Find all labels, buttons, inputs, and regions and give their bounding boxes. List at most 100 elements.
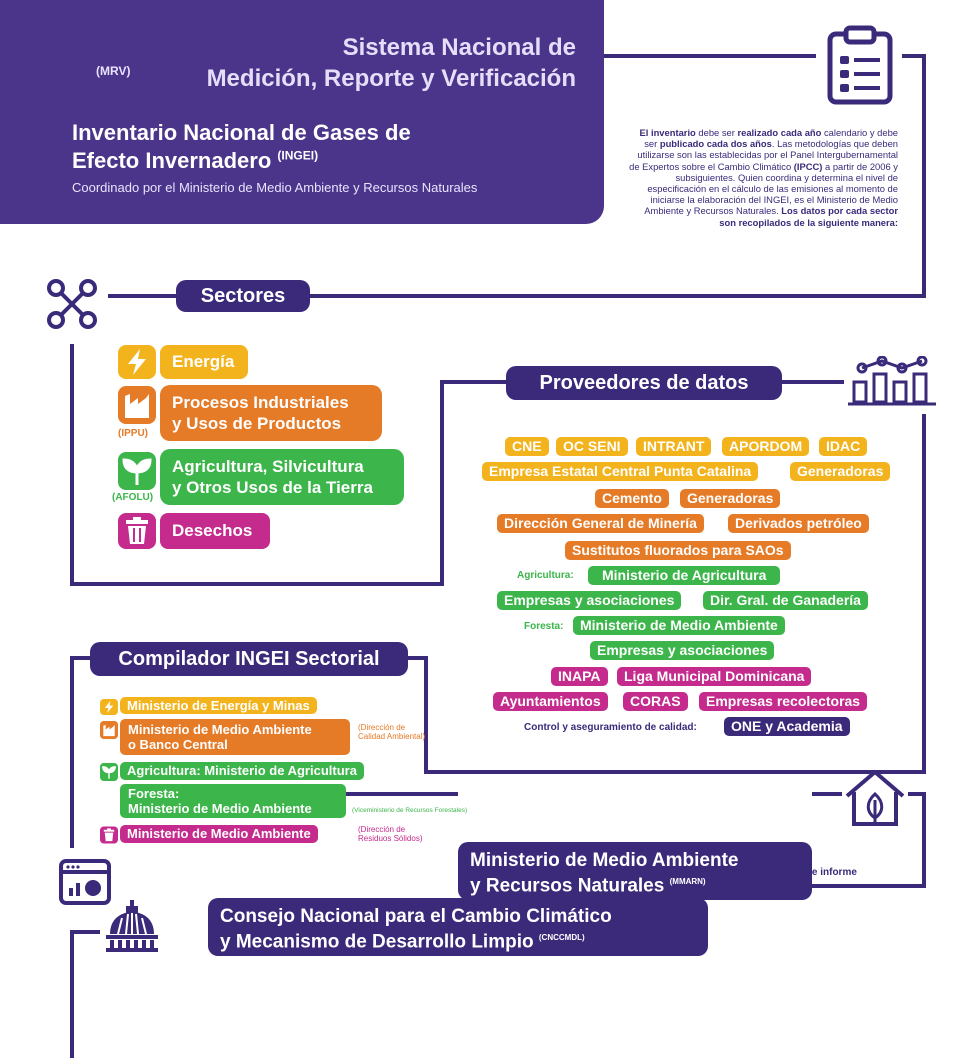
- provider-liga-municipal: Liga Municipal Dominicana: [617, 667, 812, 686]
- factory-icon: [118, 386, 156, 424]
- connector-line: [922, 54, 926, 298]
- provider-derivados: Derivados petróleo: [728, 514, 869, 533]
- provider-mineria: Dirección General de Minería: [497, 514, 704, 533]
- compilador-ippu: Ministerio de Medio Ambiente o Banco Cen…: [120, 719, 350, 755]
- remision-label: Remisión de informe: [758, 867, 857, 878]
- connector-line: [108, 294, 178, 298]
- control-label: Control y aseguramiento de calidad:: [524, 722, 697, 733]
- connector-line: [70, 930, 100, 934]
- bar-chart-people-icon: [846, 355, 938, 406]
- connector-line: [922, 414, 926, 774]
- desc-bold-1: El inventario: [639, 127, 696, 138]
- desc-bold-2: realizado cada año: [737, 127, 822, 138]
- mmarn-box: Ministerio de Medio Ambiente y Recursos …: [458, 842, 812, 900]
- sector-afolu-line2: y Otros Usos de la Tierra: [172, 478, 373, 497]
- foresta-label: Foresta:: [524, 621, 564, 632]
- sector-ippu-line1: Procesos Industriales: [172, 393, 349, 412]
- connector-line: [424, 656, 428, 774]
- afolu-tag: (AFOLU): [112, 492, 154, 503]
- connector-line: [310, 294, 926, 298]
- connector-line: [70, 930, 74, 1058]
- connector-line: [72, 656, 92, 660]
- connector-line: [922, 792, 926, 888]
- desc-bold-4: (IPCC): [793, 160, 823, 172]
- compilador-desechos-note-line1: (Dirección de: [358, 825, 406, 834]
- description-text: El inventario debe ser realizado cada añ…: [628, 127, 898, 228]
- dashboard-window-icon: [58, 858, 112, 906]
- provider-inapa: INAPA: [551, 667, 608, 686]
- mmarn-line2: y Recursos Naturales: [470, 875, 665, 897]
- compilador-title: Compilador INGEI Sectorial: [90, 642, 408, 676]
- connector-line: [604, 54, 816, 58]
- mmarn-line2-wrap: y Recursos Naturales (MMARN): [470, 871, 800, 896]
- lightning-icon: [118, 345, 156, 379]
- sector-ippu: Procesos Industriales y Usos de Producto…: [160, 385, 382, 441]
- trash-icon: [100, 826, 118, 844]
- sector-afolu-line1: Agricultura, Silvicultura: [172, 457, 364, 476]
- compilador-foresta: Foresta: Ministerio de Medio Ambiente: [120, 784, 346, 818]
- compilador-ippu-note-line1: (Dirección de: [358, 723, 406, 732]
- connector-line: [812, 792, 842, 796]
- provider-one-academia: ONE y Academia: [724, 717, 850, 736]
- provider-min-medio-ambiente-foresta: Ministerio de Medio Ambiente: [573, 616, 785, 635]
- compilador-ippu-line2: o Banco Central: [128, 737, 228, 752]
- provider-punta-catalina: Empresa Estatal Central Punta Catalina: [482, 462, 759, 481]
- mmarn-line1: Ministerio de Medio Ambiente: [470, 850, 739, 871]
- cnccmdl-box: Consejo Nacional para el Cambio Climátic…: [208, 898, 708, 956]
- lightning-icon: [100, 699, 118, 715]
- provider-intrant: INTRANT: [636, 437, 712, 456]
- sectores-title: Sectores: [176, 280, 310, 312]
- ingei-title-text: Efecto Invernadero: [72, 148, 272, 173]
- eco-house-icon: [842, 766, 908, 828]
- compilador-desechos-note-line2: Residuos Sólidos): [358, 834, 423, 843]
- provider-cemento: Cemento: [595, 489, 669, 508]
- provider-ayuntamientos: Ayuntamientos: [493, 692, 608, 711]
- compilador-agricultura: Agricultura: Ministerio de Agricultura: [120, 762, 364, 780]
- compilador-desechos: Ministerio de Medio Ambiente: [120, 825, 318, 843]
- provider-apordom: APORDOM: [722, 437, 810, 456]
- provider-empresas-agri: Empresas y asociaciones: [497, 591, 682, 610]
- provider-generadoras-ippu: Generadoras: [680, 489, 781, 508]
- trash-icon: [118, 513, 156, 549]
- sector-energia: Energía: [160, 345, 248, 379]
- mrv-tag: (MRV): [96, 64, 131, 78]
- provider-ganaderia: Dir. Gral. de Ganadería: [703, 591, 868, 610]
- connector-line: [408, 656, 428, 660]
- sprout-icon: [118, 452, 156, 490]
- connector-line: [902, 54, 924, 58]
- desc-bold-3: publicado cada dos años: [659, 138, 772, 150]
- clipboard-list-icon: [820, 24, 900, 106]
- compilador-foresta-line1: Foresta:: [128, 786, 180, 801]
- compilador-foresta-note: (Viceministerio de Recursos Forestales): [352, 807, 468, 814]
- provider-coras: CORAS: [623, 692, 688, 711]
- ingei-title-line1: Inventario Nacional de Gases de: [72, 120, 411, 145]
- agricultura-label: Agricultura:: [517, 570, 574, 581]
- cnccmdl-line2-wrap: y Mecanismo de Desarrollo Limpio (CNCCMD…: [220, 927, 696, 952]
- factory-icon: [100, 721, 118, 739]
- compilador-foresta-line2: Ministerio de Medio Ambiente: [128, 801, 312, 816]
- connector-line: [908, 792, 926, 796]
- dome-building-icon: [104, 898, 160, 952]
- connector-line: [780, 380, 844, 384]
- desc-bold-5: Los datos por cada sector son recopilado…: [719, 205, 898, 228]
- desc-text-3: . Las metodologías que deben utilizarse …: [629, 138, 898, 172]
- connector-line: [440, 380, 444, 586]
- sector-ippu-line2: y Usos de Productos: [172, 414, 342, 433]
- ingei-title-line2: Efecto Invernadero (INGEI): [72, 148, 318, 174]
- compilador-desechos-note: (Dirección de Residuos Sólidos): [358, 825, 422, 843]
- connector-line: [70, 582, 444, 586]
- desc-text-2: calendario y debe ser: [644, 127, 898, 150]
- provider-generadoras-energia: Generadoras: [790, 462, 891, 481]
- provider-min-agricultura: Ministerio de Agricultura: [588, 566, 781, 585]
- sector-desechos: Desechos: [160, 513, 270, 549]
- ingei-tag: (INGEI): [277, 148, 319, 163]
- sprout-icon: [100, 763, 118, 781]
- network-nodes-icon: [44, 276, 100, 332]
- connector-line: [708, 884, 926, 888]
- header-title-line1: Sistema Nacional de: [342, 34, 576, 61]
- provider-empresas-recolectoras: Empresas recolectoras: [699, 692, 868, 711]
- connector-line: [70, 344, 74, 586]
- mmarn-tag: (MMARN): [669, 877, 706, 886]
- coordinator-text: Coordinado por el Ministerio de Medio Am…: [72, 180, 478, 195]
- provider-empresas-foresta: Empresas y asociaciones: [590, 641, 775, 660]
